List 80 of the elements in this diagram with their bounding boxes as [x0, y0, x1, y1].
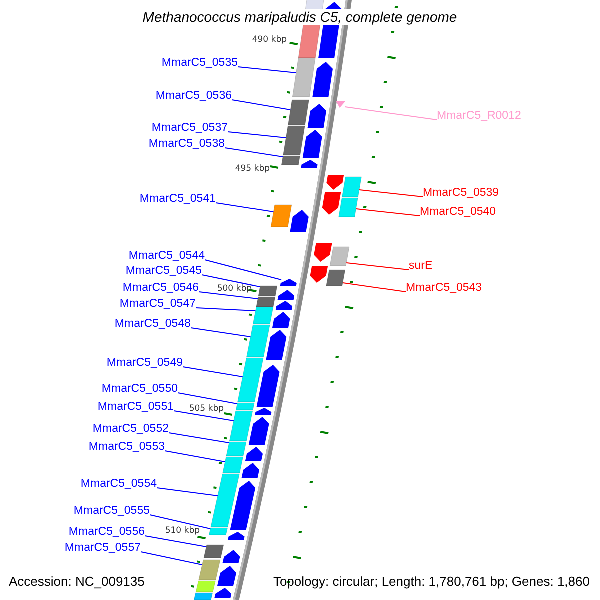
gene-feature [208, 528, 245, 540]
leader-line [202, 274, 261, 288]
gene-label: MmarC5_0544 [128, 250, 205, 263]
gene-feature [222, 456, 260, 478]
topology-text: Topology: circular; Length: 1,780,761 bp; Genes: 1,860 [273, 574, 590, 590]
gene-label: MmarC5_0535 [162, 57, 238, 70]
gene-feature [258, 286, 295, 300]
gene-label: MmarC5_R0012 [437, 110, 522, 123]
leader-line [204, 260, 282, 280]
leader-line [168, 432, 230, 444]
gene-label: MmarC5_0545 [126, 265, 202, 278]
gene-label: MmarC5_0541 [140, 193, 216, 206]
gene-feature [210, 474, 256, 530]
scale-label: 505 kbp [189, 404, 224, 414]
leader-line [342, 282, 406, 292]
leader-line [178, 392, 238, 404]
gene-label: MmarC5_0557 [64, 542, 141, 555]
gene-label: MmarC5_0554 [80, 478, 157, 491]
gene-label: MmarC5_0552 [92, 423, 169, 436]
gene-feature [238, 358, 280, 407]
gene-feature [281, 156, 318, 168]
gene-label: MmarC5_0555 [74, 505, 150, 518]
gene-feature [292, 58, 333, 98]
gene-label: MmarC5_0550 [102, 383, 178, 396]
gene-label: MmarC5_0546 [122, 282, 199, 295]
gene-feature [204, 544, 240, 563]
gene-feature [283, 126, 322, 158]
gene-label: MmarC5_0553 [88, 441, 165, 454]
leader-line [196, 308, 256, 312]
leader-line [140, 552, 203, 566]
title: Methanococcus maripaludis C5, complete genome [142, 9, 458, 25]
scale-label: 510 kbp [165, 526, 200, 536]
leader-line [346, 262, 410, 270]
leader-line [144, 536, 207, 548]
gene-feature [246, 324, 287, 360]
scale-label: 490 kbp [252, 35, 287, 45]
gene-feature [322, 192, 358, 218]
gene-label: MmarC5_0548 [114, 318, 191, 331]
leader-line [174, 410, 234, 422]
gene-feature [236, 402, 272, 415]
gene-label: MmarC5_0556 [68, 526, 145, 539]
gene-label: MmarC5_0551 [98, 401, 174, 414]
leader-line [164, 450, 226, 462]
leader-line [232, 100, 292, 110]
gene-label: MmarC5_0549 [106, 357, 183, 370]
leader-line [150, 514, 212, 530]
accession-text: Accession: NC_009135 [9, 574, 145, 590]
gene-feature [310, 266, 346, 286]
leader-line [182, 366, 244, 378]
gene-label: MmarC5_0539 [423, 187, 500, 200]
leader-line [238, 66, 297, 74]
gene-feature [229, 410, 270, 445]
gene-feature [336, 101, 346, 108]
gene-feature [326, 175, 362, 198]
leader-line [224, 148, 284, 158]
gene-feature [314, 243, 350, 266]
leader-line [198, 292, 258, 300]
leader-line [356, 208, 420, 216]
gene-feature [252, 306, 290, 328]
gene-label: MmarC5_0543 [406, 282, 482, 295]
gene-feature [270, 204, 309, 232]
leader-line [228, 132, 287, 138]
leader-line [216, 202, 274, 212]
gene-feature [198, 560, 236, 586]
gene-label: MmarC5_0538 [148, 138, 225, 151]
gene-feature [256, 296, 293, 310]
gene-label: MmarC5_0537 [152, 122, 228, 135]
scale-label: 500 kbp [217, 284, 252, 294]
leader-line [156, 488, 218, 496]
scale-label: 495 kbp [235, 164, 270, 174]
gene-label: MmarC5_0536 [156, 90, 232, 103]
leader-line [359, 190, 424, 198]
gene-feature [288, 100, 326, 128]
gene-feature [226, 442, 263, 461]
gene-label: surE [409, 260, 433, 273]
gene-label: MmarC5_0547 [120, 298, 196, 311]
leader-line [344, 106, 438, 120]
leader-line [190, 328, 252, 338]
gene-feature [280, 279, 297, 286]
gene-label: MmarC5_0540 [420, 206, 496, 219]
